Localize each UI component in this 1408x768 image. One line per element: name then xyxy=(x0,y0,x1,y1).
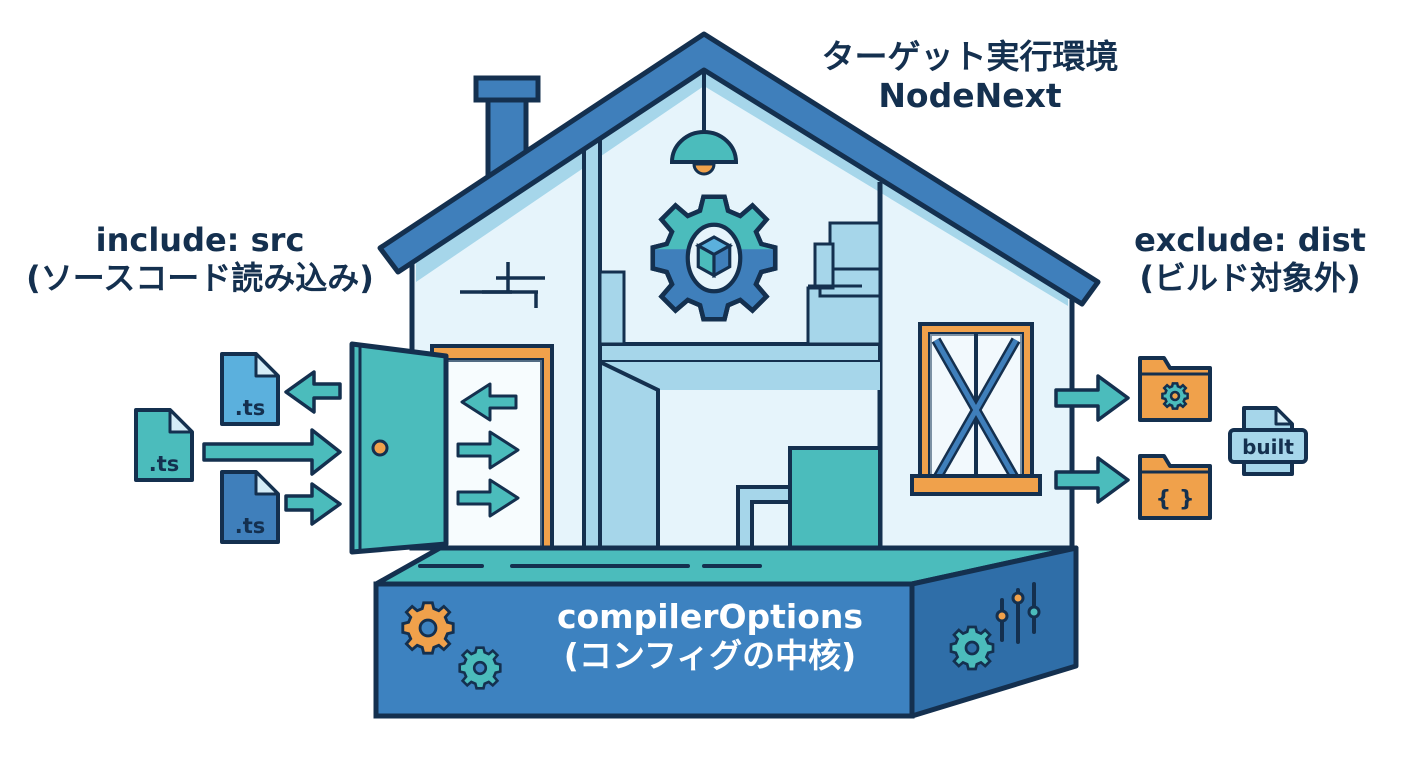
exclude-label: exclude: dist (ビルド対象外) xyxy=(1110,221,1390,298)
house xyxy=(349,31,1101,555)
include-label-line1: include: src xyxy=(95,221,305,259)
include-label: include: src (ソースコード読み込み) xyxy=(0,221,400,298)
exclude-label-line1: exclude: dist xyxy=(1134,221,1366,259)
door-knob-icon xyxy=(371,439,389,457)
output-side: { } built xyxy=(1054,356,1308,520)
block-front xyxy=(373,581,915,719)
file-label: .ts xyxy=(149,452,180,476)
file-label: .ts xyxy=(235,396,266,420)
stacked-boxes xyxy=(806,221,882,346)
arrow-left-icon xyxy=(460,382,518,422)
arrow-right-icon xyxy=(456,430,520,470)
door-leaf[interactable] xyxy=(349,341,449,555)
lower-room xyxy=(598,358,882,550)
arrow-right-icon xyxy=(284,482,342,526)
entrance-door[interactable] xyxy=(349,341,554,555)
compiler-options-block[interactable] xyxy=(373,545,1079,719)
file-label: .ts xyxy=(235,514,266,538)
sliders-icon xyxy=(995,582,1041,644)
built-file-icon[interactable]: built xyxy=(1228,406,1308,476)
roof xyxy=(377,31,1101,307)
arrow-right-icon xyxy=(202,428,342,476)
window xyxy=(910,322,1042,496)
core-label-line2: (コンフィグの中核) xyxy=(563,635,857,675)
arrow-right-icon xyxy=(456,478,520,518)
settings-gear-icon xyxy=(653,197,776,320)
target-label-line1: ターゲット実行環境 xyxy=(821,37,1119,76)
ts-file-icon[interactable]: .ts xyxy=(220,352,280,426)
folder-braces-icon[interactable]: { } xyxy=(1138,454,1212,520)
ts-file-icon[interactable]: .ts xyxy=(134,408,194,482)
wall-shelf xyxy=(460,262,545,308)
arrow-left-icon xyxy=(284,370,342,414)
core-label-line1: compilerOptions xyxy=(556,597,864,636)
exclude-label-line2: (ビルド対象外) xyxy=(1139,258,1361,297)
target-environment-label: ターゲット実行環境 NodeNext xyxy=(780,37,1160,116)
ts-file-icon[interactable]: .ts xyxy=(220,470,280,544)
gear-icon-orange xyxy=(401,601,455,655)
braces-glyph: { } xyxy=(1156,487,1195,512)
arrow-right-icon xyxy=(1054,374,1130,422)
input-files: .ts .ts .ts xyxy=(134,352,342,544)
folder-gear-icon[interactable] xyxy=(1138,356,1212,422)
compiler-options-label: compilerOptions (コンフィグの中核) xyxy=(470,597,950,676)
cube-icon xyxy=(695,235,733,279)
pendant-lamp-icon xyxy=(669,64,739,176)
gear-icon-side xyxy=(949,625,995,671)
include-label-line2: (ソースコード読み込み) xyxy=(26,258,374,297)
target-label-line2: NodeNext xyxy=(878,75,1062,115)
arrow-right-icon xyxy=(1054,456,1130,504)
gear-icon-teal xyxy=(458,646,502,690)
built-label: built xyxy=(1242,435,1294,459)
